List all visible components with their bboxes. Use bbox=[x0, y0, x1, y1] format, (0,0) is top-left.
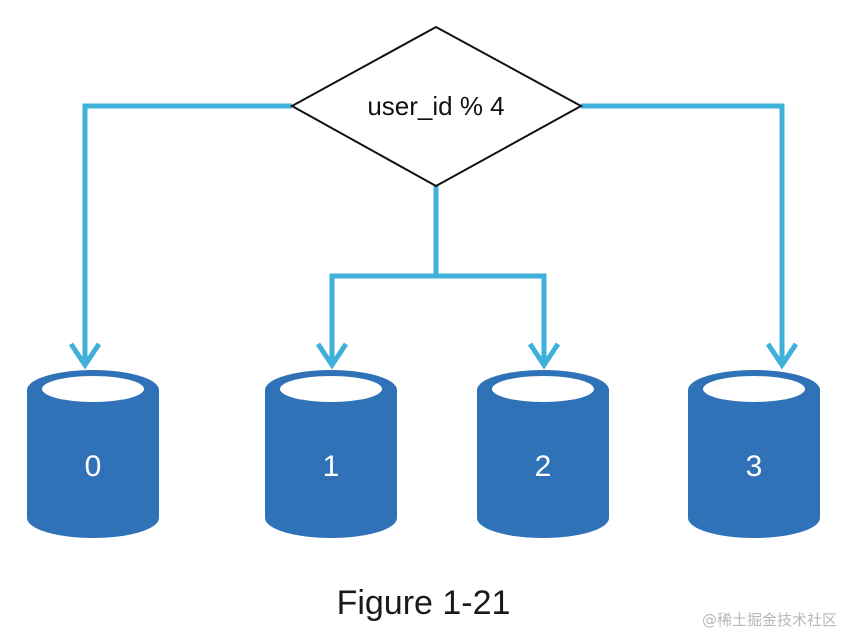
arrowhead-3 bbox=[765, 342, 799, 370]
shard-3: 3 bbox=[688, 370, 820, 538]
shard-label: 2 bbox=[535, 450, 552, 483]
arrowhead-1 bbox=[315, 342, 349, 370]
decision-label: user_id % 4 bbox=[367, 91, 504, 121]
arrowhead-2 bbox=[527, 342, 561, 370]
watermark-text: @稀土掘金技术社区 bbox=[701, 611, 837, 629]
shard-0: 0 bbox=[27, 370, 159, 538]
decision-diamond bbox=[289, 25, 584, 188]
cylinder-body bbox=[477, 390, 609, 538]
cylinder-opening bbox=[42, 376, 144, 402]
shard-2: 2 bbox=[477, 370, 609, 538]
cylinder-opening bbox=[492, 376, 594, 402]
arrowhead-0 bbox=[68, 342, 102, 370]
figure-caption: Figure 1-21 bbox=[336, 584, 511, 622]
cylinder-opening bbox=[280, 376, 382, 402]
shard-label: 0 bbox=[85, 450, 102, 483]
arrow-to-shard-3 bbox=[581, 103, 785, 362]
cylinder-body bbox=[688, 390, 820, 538]
arrow-to-shard-0 bbox=[82, 103, 292, 362]
arrow-to-shard-2 bbox=[436, 273, 547, 362]
decision-node: user_id % 4 bbox=[289, 25, 584, 188]
shard-1: 1 bbox=[265, 370, 397, 538]
shard-label: 1 bbox=[323, 450, 340, 483]
arrowheads bbox=[68, 342, 799, 370]
cylinder-body bbox=[27, 390, 159, 538]
arrow-to-shard-1 bbox=[329, 273, 436, 362]
shard-label: 3 bbox=[746, 450, 763, 483]
cylinder-opening bbox=[703, 376, 805, 402]
cylinder-body bbox=[265, 390, 397, 538]
arrows bbox=[82, 103, 785, 362]
